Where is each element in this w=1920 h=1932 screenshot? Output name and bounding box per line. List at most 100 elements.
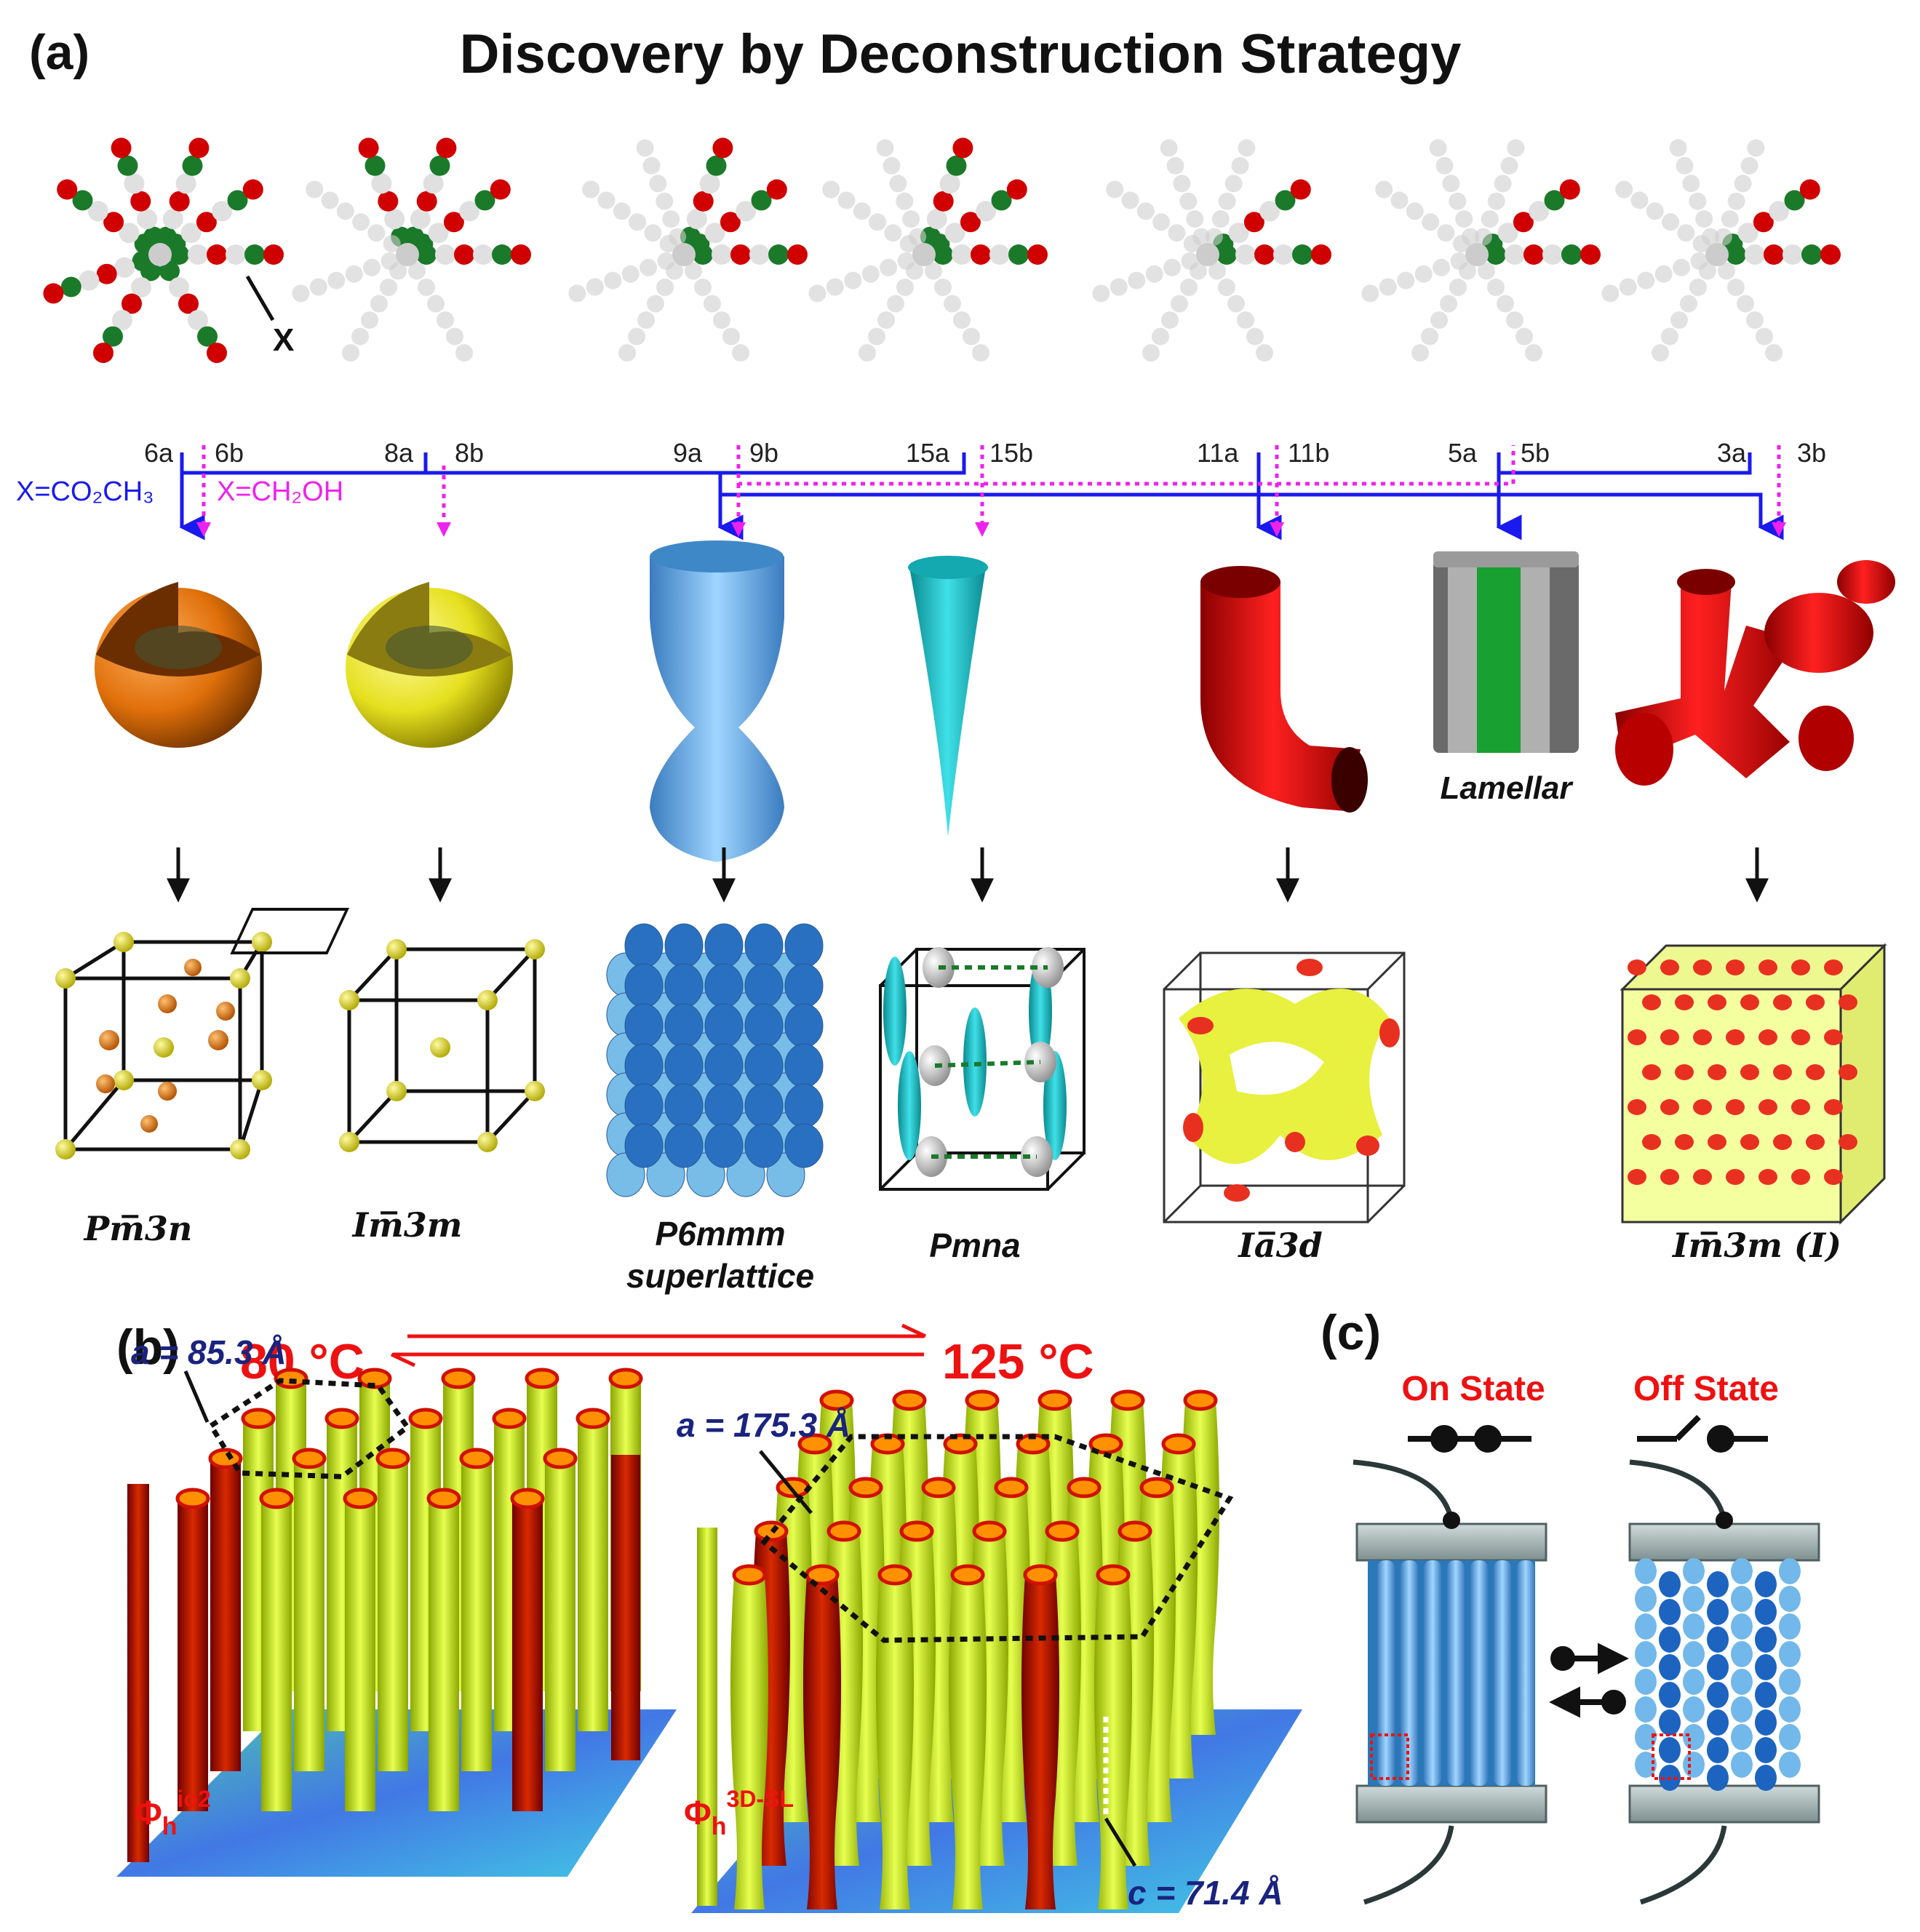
rod-body xyxy=(345,1498,375,1811)
device-off xyxy=(1628,1512,1820,1824)
a-left-value: a = 85.3 Å xyxy=(131,1333,287,1371)
molecule-bead xyxy=(363,258,381,276)
superlattice-bead xyxy=(624,923,664,968)
molecule-bead xyxy=(1661,327,1678,346)
rod-cap xyxy=(343,1488,378,1509)
off-bead xyxy=(1635,1586,1657,1612)
superlattice-column xyxy=(704,923,744,1168)
molecule-bead xyxy=(1669,139,1687,157)
molecule-bead xyxy=(408,262,426,280)
molecule-bead xyxy=(1218,192,1236,210)
molecule-bead xyxy=(808,284,826,303)
off-bead xyxy=(1755,1765,1777,1791)
molecule-bead xyxy=(1721,210,1739,228)
molecule-bead xyxy=(454,244,474,265)
gyroid-node xyxy=(1642,1064,1661,1080)
off-bead xyxy=(1659,1654,1681,1680)
superlattice-column xyxy=(664,923,704,1168)
rod-body xyxy=(210,1458,241,1771)
molecule-bead xyxy=(1152,213,1171,231)
pmna-spindle xyxy=(898,1051,921,1160)
molecule-bead xyxy=(1494,175,1512,193)
cylinder-rod xyxy=(575,1408,610,1731)
gyroid-node xyxy=(1708,1134,1726,1150)
superlattice-bead xyxy=(784,1043,824,1088)
on-rod xyxy=(1377,1560,1395,1786)
yellow-hemisphere-shape xyxy=(346,582,513,748)
pm3n-atoms xyxy=(55,932,272,1159)
molecule-bead xyxy=(1224,175,1243,193)
molecule-bead xyxy=(1561,244,1582,265)
molecule-core xyxy=(148,243,172,266)
molecule-bead xyxy=(618,344,636,362)
molecule-bead xyxy=(427,295,445,313)
compound-label: 8b xyxy=(455,438,484,468)
im3m-i-lattice xyxy=(1620,943,1887,1225)
superlattice-bead xyxy=(664,923,704,968)
cylinder-rod xyxy=(175,1488,210,1811)
panel-a-title: Discovery by Deconstruction Strategy xyxy=(460,23,1462,85)
orange-hemisphere-shape xyxy=(95,582,262,748)
dendron-molecule xyxy=(568,137,808,362)
edge-rod xyxy=(611,1455,640,1760)
gyroid-node xyxy=(1773,1064,1792,1080)
off-bead xyxy=(1683,1586,1705,1612)
rod-cap xyxy=(1037,1389,1072,1411)
molecule-bead xyxy=(423,173,444,194)
rod-body xyxy=(1094,1575,1132,1909)
off-bead xyxy=(1683,1696,1705,1723)
rod-cap xyxy=(543,1448,578,1469)
molecule-bead xyxy=(410,209,431,230)
molecule-bead xyxy=(367,224,386,242)
molecule-bead xyxy=(1500,156,1518,175)
rod-cap xyxy=(510,1488,545,1509)
off-bead xyxy=(1779,1586,1801,1612)
molecule-bead xyxy=(712,244,732,265)
molecule-bead xyxy=(1745,244,1765,265)
molecule-bead xyxy=(137,209,158,230)
rod-body xyxy=(545,1458,575,1771)
molecule-bead xyxy=(1211,210,1230,228)
gyroid-node xyxy=(1660,959,1679,975)
molecule-bead xyxy=(991,190,1012,211)
rod-cap xyxy=(324,1408,359,1429)
phase-right-symbol: Φh3D-SL xyxy=(684,1786,794,1840)
superlattice-bead xyxy=(624,1043,664,1088)
cylinder-rod xyxy=(543,1448,578,1771)
molecule-bead xyxy=(749,244,770,265)
molecule-bead xyxy=(732,344,749,362)
molecule-bead xyxy=(837,191,856,209)
molecule-bead xyxy=(492,244,512,265)
off-bead xyxy=(1635,1641,1657,1667)
molecule-bead xyxy=(159,260,180,282)
molecule-bead xyxy=(437,311,454,330)
molecule-bead xyxy=(730,244,751,265)
molecule-bead xyxy=(490,179,511,200)
molecule-bead xyxy=(899,235,917,253)
molecule-bead xyxy=(1737,223,1758,244)
gyroid-node xyxy=(1839,994,1857,1010)
compound-label: 9b xyxy=(749,438,778,468)
compound-labels: 6a 6b 8a 8b 9a 9b 15a 15b 11a 11b 5a 5b … xyxy=(144,438,1826,468)
off-bead xyxy=(1707,1737,1729,1763)
device-on xyxy=(1355,1512,1547,1824)
molecule-bead xyxy=(43,283,64,304)
molecule-bead xyxy=(1422,213,1440,231)
compound-label: 5a xyxy=(1448,438,1478,468)
molecule-bead xyxy=(1145,265,1163,283)
molecule-bead xyxy=(1442,175,1460,193)
rod-body xyxy=(294,1458,324,1771)
gyroid-node xyxy=(1726,1099,1745,1115)
molecule-bead xyxy=(637,311,655,330)
lamellar-label: Lamellar xyxy=(1441,770,1574,806)
molecule-bead xyxy=(736,201,757,222)
compound-label: 15b xyxy=(989,438,1033,468)
off-bead xyxy=(1779,1724,1801,1750)
molecule-bead xyxy=(768,244,789,265)
off-bead xyxy=(1683,1752,1705,1778)
molecule-bead xyxy=(371,173,392,194)
phase-label: Pmna xyxy=(929,1226,1020,1264)
gyroid-node xyxy=(1675,1064,1694,1080)
superlattice-bead xyxy=(624,1083,664,1128)
molecule-row: X xyxy=(43,137,1841,364)
